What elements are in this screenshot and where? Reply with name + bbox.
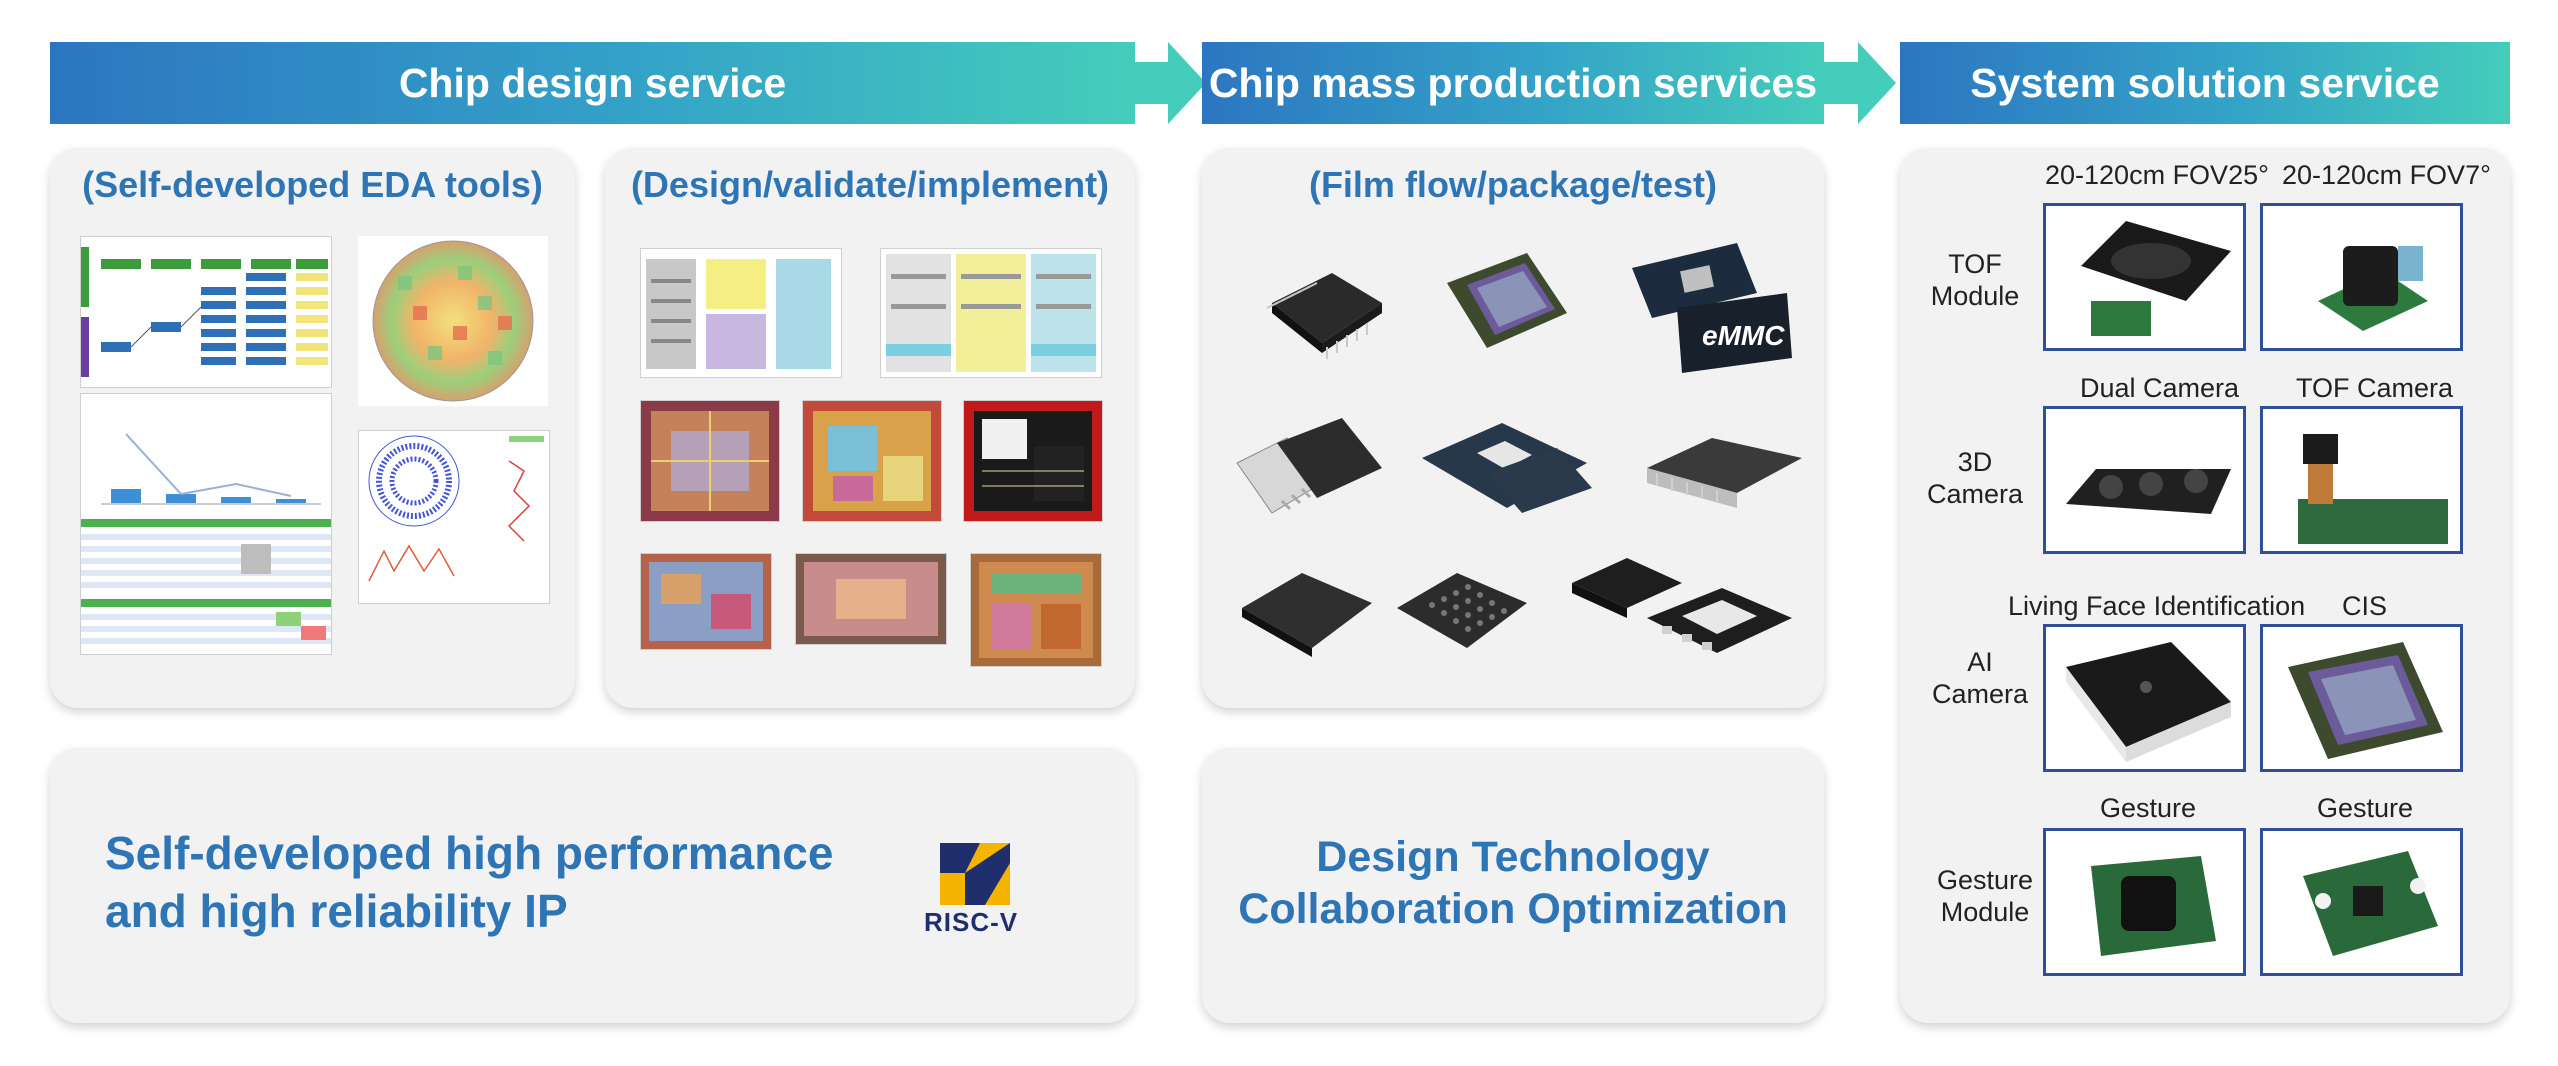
panel-eda-tools: (Self-developed EDA tools) — [50, 148, 575, 708]
banner-system-solution-label: System solution service — [1970, 59, 2440, 106]
die-photo-thumbnail-2 — [802, 400, 942, 522]
ip-text-line2: and high reliability IP — [105, 885, 568, 937]
caption-gesture-1: Gesture — [2100, 793, 2197, 823]
panel-system-solution: 20-120cm FOV25° 20-120cm FOV7° TOF Modul… — [1900, 148, 2510, 1023]
panel-dtco: Design Technology Collaboration Optimiza… — [1202, 748, 1824, 1023]
die-photo-thumbnail-6 — [970, 553, 1102, 667]
photo-living-face — [2043, 624, 2246, 772]
eda-scatter-thumbnail — [358, 430, 550, 604]
emmc-chip-icon: eMMC — [1627, 238, 1797, 383]
dtco-line1: Design Technology — [1316, 833, 1710, 881]
row-label-3d-l2: Camera — [1926, 479, 2024, 509]
arrow-body-2 — [1824, 62, 1862, 104]
eda-report-chart-thumbnail — [80, 393, 332, 655]
banner-chip-design: Chip design service — [50, 42, 1135, 124]
row-label-ai-camera: AI Camera — [1905, 646, 2055, 710]
design-floorplan-thumbnail-1 — [640, 248, 842, 378]
dfn-chip-icon — [1567, 548, 1797, 673]
bga-chip-icon-1 — [1417, 413, 1597, 528]
banner-chip-production: Chip mass production services — [1202, 42, 1824, 124]
film-title: (Film flow/package/test) — [1308, 164, 1718, 205]
riscv-label: RISC-V — [924, 907, 1019, 937]
banner-system-solution: System solution service — [1900, 42, 2510, 124]
row-label-gesture-l2: Module — [1940, 897, 2030, 927]
caption-dual-camera: Dual Camera — [2080, 373, 2240, 403]
dtco-text: Design Technology Collaboration Optimiza… — [1202, 831, 1824, 935]
photo-gesture-1 — [2043, 828, 2246, 976]
qfn-chip-icon — [1232, 413, 1392, 533]
image-sensor-chip-icon — [1437, 243, 1577, 368]
ip-text: Self-developed high performance and high… — [105, 824, 833, 940]
caption-tof-fov7: 20-120cm FOV7° — [2282, 160, 2491, 190]
design-floorplan-thumbnail-2 — [880, 248, 1102, 378]
arrow-production-to-system — [1858, 42, 1896, 124]
ip-text-line1: Self-developed high performance — [105, 827, 834, 879]
caption-living-face: Living Face Identification — [2008, 591, 2306, 621]
banner-chip-design-label: Chip design service — [398, 59, 787, 106]
bga-chip-icon-2 — [1392, 553, 1532, 668]
row-label-tof-module: TOF Module — [1900, 248, 2050, 312]
die-photo-thumbnail-3 — [963, 400, 1103, 522]
row-label-gesture-l1: Gesture — [1936, 865, 2034, 895]
row-label-ai-l1: AI — [1967, 647, 1993, 677]
caption-tof-fov25: 20-120cm FOV25° — [2045, 160, 2269, 190]
row-label-gesture-module: Gesture Module — [1910, 864, 2060, 928]
qfp-chip-icon-2 — [1642, 418, 1807, 523]
caption-tof-camera: TOF Camera — [2296, 373, 2454, 403]
arrow-design-to-production — [1168, 42, 1206, 124]
row-label-3d-l1: 3D — [1957, 447, 1993, 477]
panel-design-validate: (Design/validate/implement) — [605, 148, 1135, 708]
row-label-tof-l1: TOF — [1948, 249, 2002, 279]
caption-cis: CIS — [2342, 591, 2388, 621]
row-label-ai-l2: Camera — [1931, 679, 2029, 709]
photo-tof-module-2 — [2260, 203, 2463, 351]
lga-chip-icon — [1237, 553, 1377, 668]
dtco-line2: Collaboration Optimization — [1238, 885, 1788, 933]
row-label-tof-l2: Module — [1930, 281, 2020, 311]
qfp-chip-icon — [1252, 243, 1392, 378]
photo-dual-camera — [2043, 406, 2246, 554]
design-title: (Design/validate/implement) — [630, 164, 1110, 205]
eda-wafer-map-thumbnail — [358, 236, 548, 406]
banner-chip-production-label: Chip mass production services — [1208, 59, 1818, 106]
eda-title: (Self-developed EDA tools) — [82, 164, 543, 205]
die-photo-thumbnail-4 — [640, 553, 772, 650]
panel-film-flow: (Film flow/package/test) eMMC — [1202, 148, 1824, 708]
die-photo-thumbnail-1 — [640, 400, 780, 522]
panel-ip: Self-developed high performance and high… — [50, 748, 1135, 1023]
photo-tof-camera — [2260, 406, 2463, 554]
die-photo-thumbnail-5 — [795, 553, 947, 645]
photo-tof-module-1 — [2043, 203, 2246, 351]
emmc-label: eMMC — [1702, 320, 1785, 351]
row-label-3d-camera: 3D Camera — [1900, 446, 2050, 510]
caption-gesture-2: Gesture — [2317, 793, 2414, 823]
eda-hierarchy-thumbnail — [80, 236, 332, 388]
riscv-logo-icon: RISC-V — [910, 843, 1040, 943]
photo-gesture-2 — [2260, 828, 2463, 976]
photo-cis — [2260, 624, 2463, 772]
